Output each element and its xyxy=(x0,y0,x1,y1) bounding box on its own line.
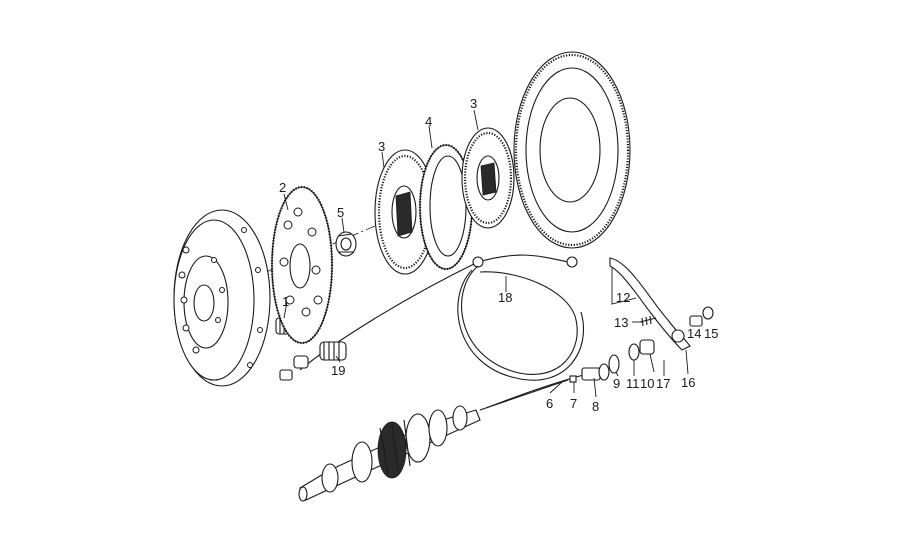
nut-part-5 xyxy=(335,231,357,257)
clutch-cable-part-18 xyxy=(299,254,596,409)
drive-plate-part-2 xyxy=(270,185,334,345)
callout-11: 11 xyxy=(626,376,640,391)
ring-gear-flywheel xyxy=(513,51,631,249)
small-parts-7-11 xyxy=(569,339,655,383)
callout-6: 6 xyxy=(546,396,553,411)
callout-9: 9 xyxy=(613,376,620,391)
callout-8: 8 xyxy=(592,399,599,414)
callout-18: 18 xyxy=(498,290,512,305)
callout-12: 12 xyxy=(616,290,630,305)
cable-sleeve-part-19 xyxy=(279,341,347,381)
callout-5: 5 xyxy=(337,205,344,220)
callout-16: 16 xyxy=(681,375,695,390)
callout-7: 7 xyxy=(570,396,577,411)
clutch-lever-part-12 xyxy=(609,257,691,351)
callout-13: 13 xyxy=(614,315,628,330)
spring-part-13 xyxy=(639,315,657,327)
washer-part-15 xyxy=(702,306,714,320)
callout-labels: 1 2 3 4 3 5 6 7 8 9 10 11 12 13 14 15 16… xyxy=(279,96,718,414)
pushrod-part-6 xyxy=(479,379,569,411)
callout-1: 1 xyxy=(282,294,289,309)
pin-part-14 xyxy=(689,315,703,327)
callout-3-left: 3 xyxy=(378,139,385,154)
callout-17: 17 xyxy=(656,376,670,391)
callout-15: 15 xyxy=(704,326,718,341)
input-shaft xyxy=(298,405,481,502)
clutch-disc-part-3-right xyxy=(461,127,515,229)
intermediate-ring-part-4 xyxy=(418,143,474,271)
callout-2: 2 xyxy=(279,180,286,195)
callout-3-right: 3 xyxy=(470,96,477,111)
leader-lines xyxy=(283,109,689,398)
callout-4: 4 xyxy=(425,114,432,129)
callout-10: 10 xyxy=(640,376,654,391)
callout-14: 14 xyxy=(687,326,701,341)
callout-19: 19 xyxy=(331,363,345,378)
flywheel-housing xyxy=(173,209,271,387)
